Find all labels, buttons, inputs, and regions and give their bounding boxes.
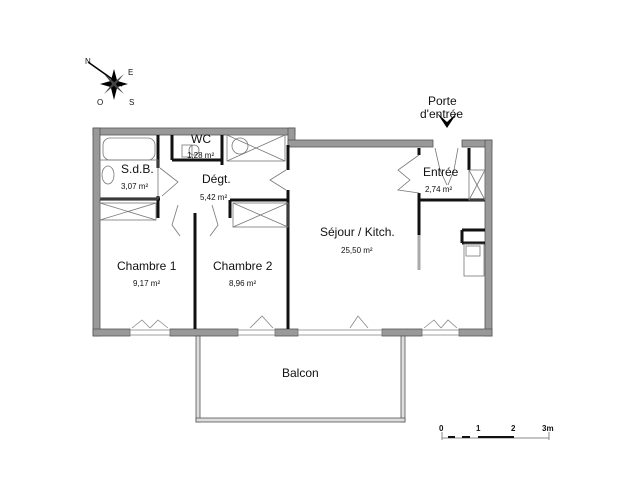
room-chambre1-area: 9,17 m²: [133, 279, 161, 288]
balcony: [195, 335, 406, 423]
windows: [129, 315, 460, 336]
fixtures: [99, 134, 486, 277]
room-chambre2-area: 8,96 m²: [229, 279, 257, 288]
room-sejour-area: 25,50 m²: [341, 246, 373, 255]
compass-o-label: O: [97, 98, 104, 107]
compass-e-label: E: [128, 68, 134, 77]
room-entree-area: 2,74 m²: [425, 185, 453, 194]
room-sejour-name: Séjour / Kitch.: [320, 225, 395, 239]
compass-s-label: S: [129, 98, 135, 107]
scale-label-3m: 3m: [542, 424, 554, 433]
room-wc-area: 1,28 m²: [187, 151, 215, 160]
room-chambre2-name: Chambre 2: [213, 259, 273, 273]
room-entree-name: Entrée: [423, 165, 459, 179]
room-degt-area: 5,42 m²: [200, 193, 228, 202]
room-sdb-name: S.d.B.: [121, 162, 154, 176]
entrance-door-label-line1: Porte: [428, 94, 457, 108]
scale-label-1: 1: [476, 424, 481, 433]
room-sdb-area: 3,07 m²: [121, 182, 149, 191]
entrance-door-label-line2: d'entrée: [420, 107, 463, 121]
room-degt-name: Dégt.: [202, 172, 231, 186]
compass-n-label: N: [85, 57, 91, 66]
scale-label-0: 0: [439, 424, 444, 433]
scale-label-2: 2: [511, 424, 516, 433]
exterior-walls: [92, 127, 493, 337]
room-chambre1-name: Chambre 1: [117, 259, 177, 273]
scale-bar: [441, 432, 550, 440]
entrance-arrow-icon: [437, 113, 457, 128]
room-balcon-name: Balcon: [282, 366, 319, 380]
compass-rose-icon: [87, 61, 128, 100]
room-wc-name: WC: [191, 132, 211, 146]
